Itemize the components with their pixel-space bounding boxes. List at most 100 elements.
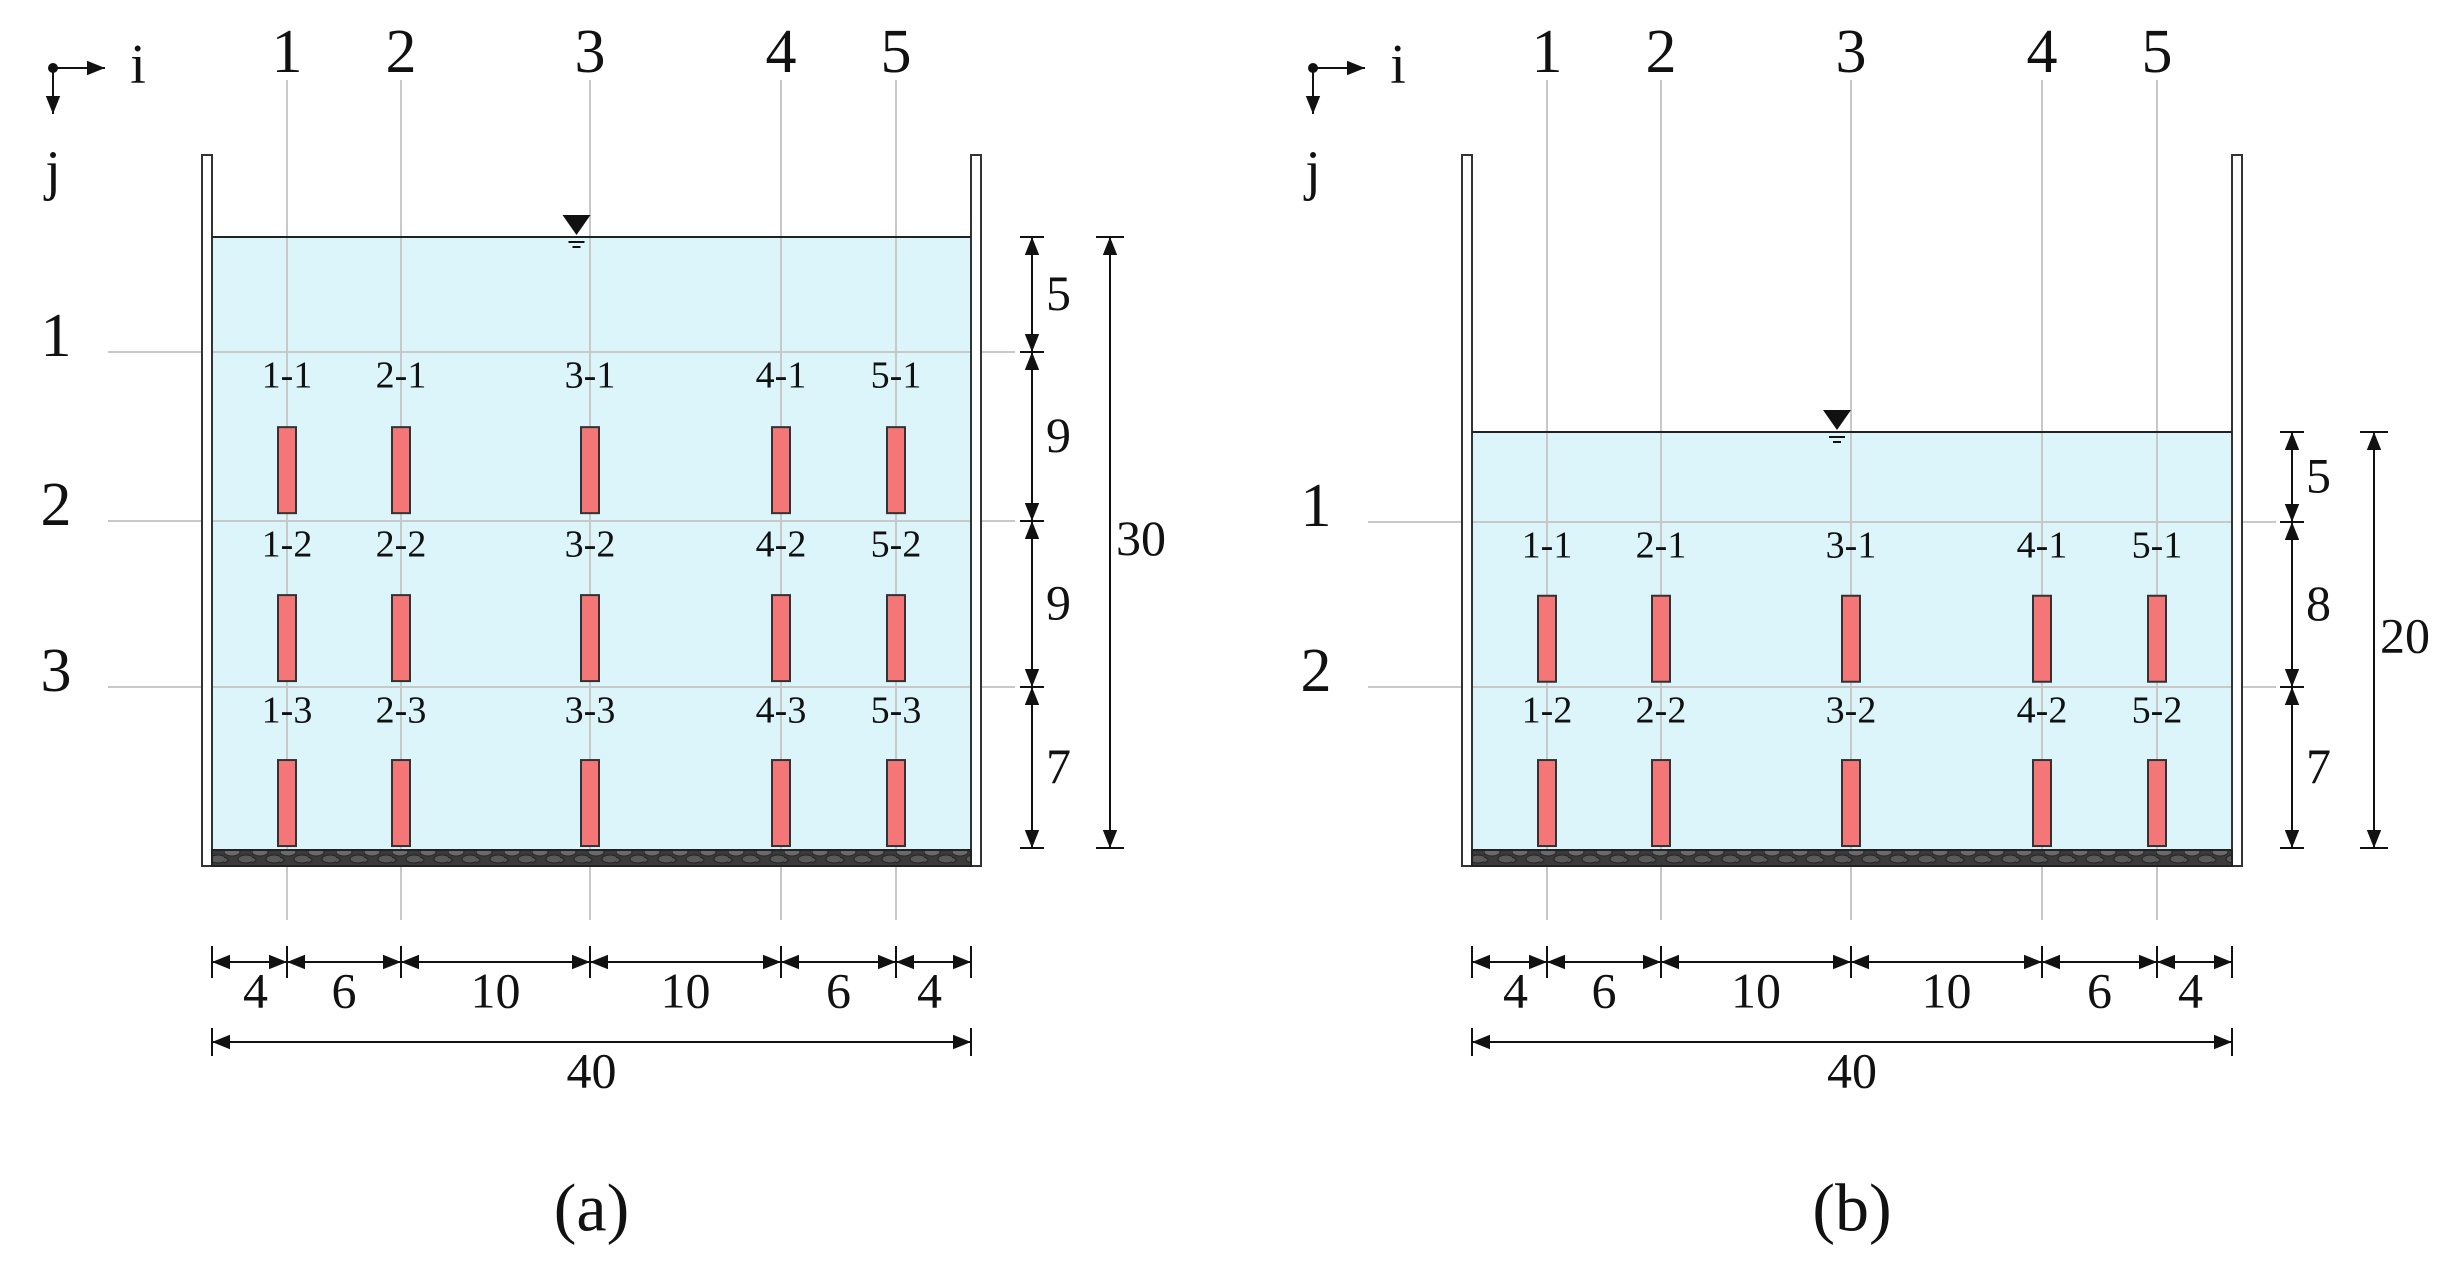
axis-i-label: i	[1390, 34, 1406, 96]
rod-4-3	[771, 759, 791, 848]
sensor-label-4-2: 4-2	[756, 524, 807, 566]
water-body	[212, 237, 971, 850]
water-level-icon	[1823, 410, 1851, 430]
hdim-label-5: 6	[826, 962, 851, 1018]
column-label-2: 2	[1646, 18, 1677, 86]
sensor-label-5-3: 5-3	[871, 690, 922, 732]
gravel-bed	[1471, 849, 2233, 867]
rod-2-3	[391, 759, 411, 848]
sensor-label-4-3: 4-3	[756, 690, 807, 732]
panel-caption: (b)	[1812, 1170, 1891, 1246]
gravel-bed	[211, 849, 972, 867]
axis-j-label: j	[43, 140, 61, 202]
water-depth-label: 20	[2380, 607, 2430, 663]
hdim-label-5: 6	[2087, 962, 2112, 1018]
rod-5-2	[886, 594, 906, 683]
rod-5-1	[886, 426, 906, 515]
vdim-label-3: 7	[2306, 738, 2331, 794]
column-label-5: 5	[2142, 18, 2173, 86]
hdim-label-4: 10	[661, 962, 711, 1018]
rod-5-1	[2147, 594, 2167, 683]
sensor-label-3-1: 3-1	[565, 355, 616, 397]
rod-4-1	[771, 426, 791, 515]
sensor-label-4-2: 4-2	[2017, 690, 2068, 732]
rod-3-1	[580, 426, 600, 515]
sensor-label-1-2: 1-2	[1522, 690, 1573, 732]
sensor-label-2-2: 2-2	[376, 524, 427, 566]
sensor-label-5-1: 5-1	[871, 355, 922, 397]
sensor-label-4-1: 4-1	[2017, 525, 2068, 567]
rod-4-1	[2032, 594, 2052, 683]
rod-1-1	[1537, 594, 1557, 683]
sensor-label-1-3: 1-3	[262, 690, 313, 732]
column-label-3: 3	[575, 18, 606, 86]
row-label-1: 1	[1301, 472, 1332, 540]
total-width-label: 40	[567, 1042, 617, 1098]
column-label-4: 4	[766, 18, 797, 86]
hdim-label-2: 6	[1592, 962, 1617, 1018]
rod-4-2	[771, 594, 791, 683]
sensor-label-3-3: 3-3	[565, 690, 616, 732]
column-label-1: 1	[1532, 18, 1563, 86]
sensor-label-1-2: 1-2	[262, 524, 313, 566]
hdim-label-1: 4	[243, 962, 268, 1018]
sensor-label-1-1: 1-1	[262, 355, 313, 397]
hdim-label-3: 10	[471, 962, 521, 1018]
vdim-label-2: 9	[1046, 407, 1071, 463]
sensor-label-1-1: 1-1	[1522, 525, 1573, 567]
sensor-label-5-1: 5-1	[2132, 525, 2183, 567]
tank-wall-left	[1461, 154, 1473, 867]
axis-j-label: j	[1303, 140, 1321, 202]
hdim-label-6: 4	[917, 962, 942, 1018]
rod-4-2	[2032, 759, 2052, 848]
row-label-3: 3	[41, 637, 72, 705]
sensor-label-3-1: 3-1	[1826, 525, 1877, 567]
sensor-label-5-2: 5-2	[871, 524, 922, 566]
hdim-label-2: 6	[332, 962, 357, 1018]
vdim-label-4: 7	[1046, 738, 1071, 794]
sensor-label-2-1: 2-1	[376, 355, 427, 397]
water-depth-label: 30	[1116, 510, 1166, 566]
rod-1-1	[277, 426, 297, 515]
vdim-label-1: 5	[1046, 265, 1071, 321]
rod-3-3	[580, 759, 600, 848]
rod-5-2	[2147, 759, 2167, 848]
sensor-label-2-2: 2-2	[1636, 690, 1687, 732]
rod-3-1	[1841, 594, 1861, 683]
column-label-3: 3	[1836, 18, 1867, 86]
sensor-label-4-1: 4-1	[756, 355, 807, 397]
row-label-2: 2	[1301, 637, 1332, 705]
sensor-label-3-2: 3-2	[565, 524, 616, 566]
hdim-label-1: 4	[1503, 962, 1528, 1018]
sensor-label-5-2: 5-2	[2132, 690, 2183, 732]
tank-wall-right	[2231, 154, 2243, 867]
hdim-label-6: 4	[2178, 962, 2203, 1018]
column-label-2: 2	[386, 18, 417, 86]
rod-1-2	[1537, 759, 1557, 848]
panel-caption: (a)	[554, 1170, 629, 1246]
rod-1-2	[277, 594, 297, 683]
rod-2-2	[391, 594, 411, 683]
hdim-label-3: 10	[1731, 962, 1781, 1018]
row-label-1: 1	[41, 302, 72, 370]
rod-2-1	[1651, 594, 1671, 683]
vdim-label-3: 9	[1046, 574, 1071, 630]
rod-2-1	[391, 426, 411, 515]
sensor-label-3-2: 3-2	[1826, 690, 1877, 732]
rod-1-3	[277, 759, 297, 848]
column-label-4: 4	[2027, 18, 2058, 86]
tank-wall-left	[201, 154, 213, 867]
total-width-label: 40	[1827, 1042, 1877, 1098]
hdim-label-4: 10	[1922, 962, 1972, 1018]
rod-5-3	[886, 759, 906, 848]
column-label-5: 5	[881, 18, 912, 86]
vdim-label-1: 5	[2306, 447, 2331, 503]
row-label-2: 2	[41, 471, 72, 539]
column-label-1: 1	[272, 18, 303, 86]
sensor-label-2-3: 2-3	[376, 690, 427, 732]
tank-wall-right	[970, 154, 982, 867]
panel-a: 1-1 2-1 3-1 4-1 5-1 1-2 2-2 3-2 4-2 5-2 1-3 2-3 3-3 4…	[41, 18, 1167, 1245]
